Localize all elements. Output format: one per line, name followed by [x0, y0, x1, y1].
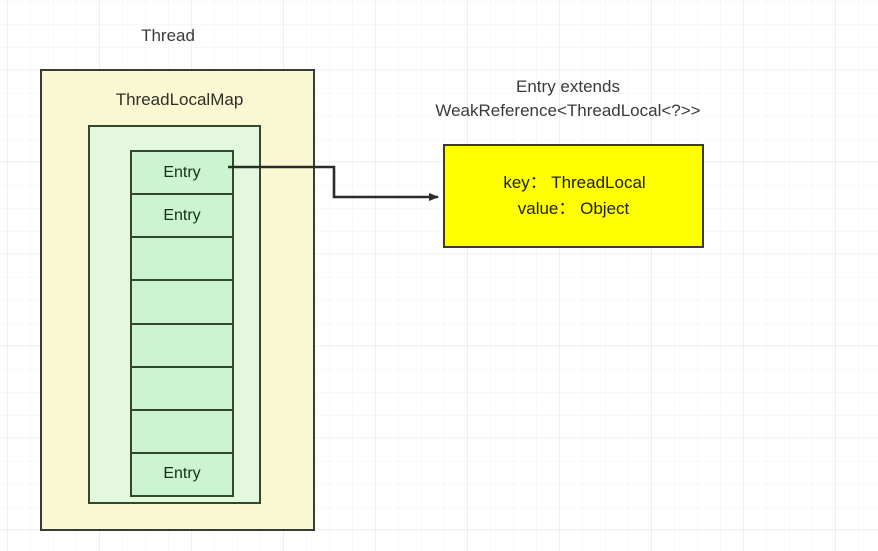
threadlocalmap-box: Entry Entry Entry	[88, 125, 261, 504]
entry-extends-heading: Entry extends WeakReference<ThreadLocal<…	[388, 75, 748, 123]
entry-key-line: key： ThreadLocal	[503, 173, 646, 192]
entry-cell	[130, 322, 234, 368]
entry-cell	[130, 279, 234, 325]
threadlocalmap-label: ThreadLocalMap	[115, 90, 244, 109]
entry-cell: Entry	[130, 451, 234, 497]
entry-cell: Entry	[130, 193, 234, 239]
entry-cell	[130, 236, 234, 282]
entry-table: Entry Entry Entry	[130, 150, 234, 497]
entry-cell	[130, 365, 234, 411]
thread-box: ThreadLocalMap Entry Entry Entry	[40, 69, 315, 531]
entry-cell: Entry	[130, 150, 234, 196]
entry-cell	[130, 408, 234, 454]
entry-heading-line-1: Entry extends	[516, 77, 620, 96]
thread-label: Thread	[141, 26, 195, 45]
entry-heading-line-2: WeakReference<ThreadLocal<?>>	[435, 101, 701, 120]
entry-detail-box: key： ThreadLocal value： Object	[443, 144, 704, 248]
entry-value-line: value： Object	[517, 199, 630, 218]
